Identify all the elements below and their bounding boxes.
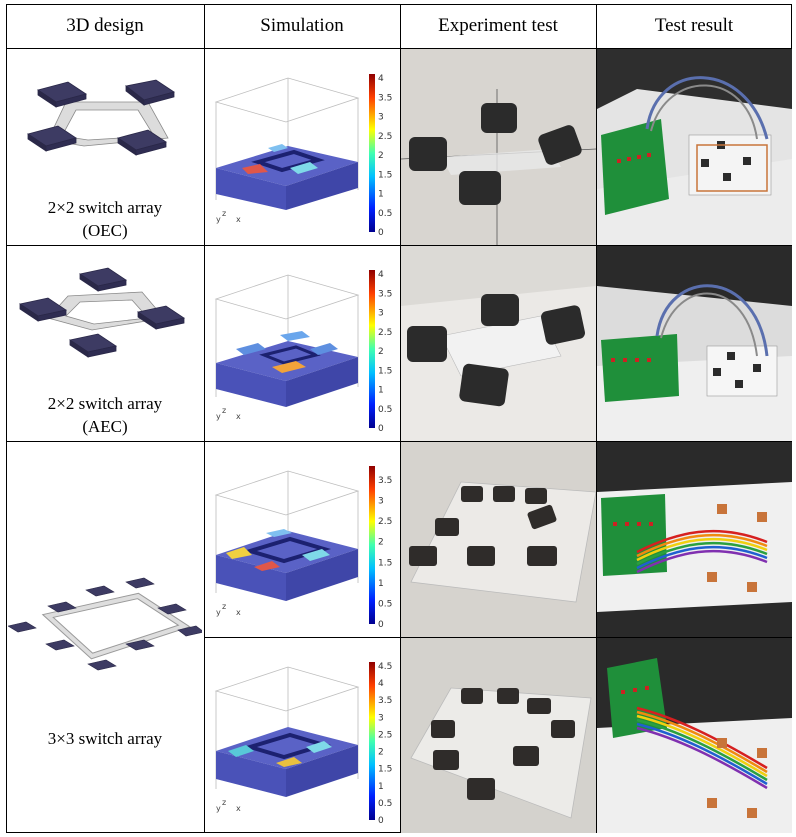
colorbar-tick-label: 0.5 — [378, 209, 392, 219]
colorbar-tick-label: 0.5 — [378, 405, 392, 415]
row-divider — [6, 441, 792, 442]
axis-label-x: x — [236, 215, 241, 224]
axis-label-y: y — [216, 608, 221, 617]
colorbar: 4.5 4 3.5 3 2.5 2 1.5 1 0.5 0 — [369, 662, 392, 824]
axis-label-y: y — [216, 804, 221, 813]
colorbar-tick-label: 0 — [378, 424, 384, 432]
experiment-photo-3x3-a — [401, 442, 596, 637]
colorbar-tick-label: 3 — [378, 113, 384, 123]
colorbar-tick-label: 2 — [378, 748, 384, 758]
colorbar-tick-label: 2.5 — [378, 517, 392, 527]
test-result-photo-3x3-b — [597, 638, 792, 833]
design-2x2-oec — [8, 50, 202, 190]
colorbar-tick-label: 3.5 — [378, 93, 392, 103]
header-divider — [6, 48, 792, 49]
simulation-oec: y z x — [206, 50, 398, 243]
test-result-photo-aec — [597, 246, 792, 441]
colorbar-tick-label: 0.5 — [378, 599, 392, 609]
colorbar-tick-label: 2.5 — [378, 132, 392, 142]
experiment-photo-3x3-b — [401, 638, 596, 833]
axis-label-x: x — [236, 804, 241, 813]
column-divider — [204, 4, 205, 833]
header-simulation: Simulation — [260, 15, 344, 36]
axis-label-y: y — [216, 215, 221, 224]
axis-label-x: x — [236, 608, 241, 617]
colorbar-tick-label: 3.5 — [378, 289, 392, 299]
colorbar-tick-label: 4 — [378, 270, 384, 280]
design-2x2-aec — [8, 252, 202, 382]
label-line: 3×3 switch array — [47, 729, 163, 748]
colorbar-gradient — [369, 74, 375, 232]
colorbar-tick-label: 3 — [378, 309, 384, 319]
row-label-aec: 2×2 switch array (AEC) — [6, 392, 204, 438]
colorbar-tick-label: 0 — [378, 620, 384, 628]
colorbar-tick-label: 1 — [378, 579, 384, 589]
colorbar: 4 3.5 3 2.5 2 1.5 1 0.5 0 — [369, 74, 392, 236]
header-test-result: Test result — [654, 15, 734, 36]
label-line: 2×2 switch array — [47, 394, 163, 413]
colorbar-tick-label: 0.5 — [378, 799, 392, 809]
colorbar-tick-label: 1.5 — [378, 765, 392, 775]
row-divider — [204, 637, 792, 638]
colorbar-tick-label: 1.5 — [378, 170, 392, 180]
colorbar-tick-label: 1 — [378, 782, 384, 792]
colorbar-tick-label: 1.5 — [378, 366, 392, 376]
colorbar-tick-label: 2 — [378, 538, 384, 548]
axis-label-y: y — [216, 412, 221, 421]
simulation-3x3-b: y z x — [206, 639, 398, 831]
simulation-3x3-a: y z x — [206, 443, 398, 635]
header-3d-design: 3D design — [66, 15, 144, 36]
column-divider — [400, 4, 401, 833]
colorbar: 3.5 3 2.5 2 1.5 1 0.5 0 — [369, 466, 392, 628]
colorbar-gradient — [369, 662, 375, 820]
axis-label-z: z — [222, 406, 226, 415]
design-3x3 — [8, 570, 202, 690]
row-label-oec: 2×2 switch array (OEC) — [6, 196, 204, 242]
simulation-aec: y z x — [206, 247, 398, 439]
colorbar-tick-label: 2.5 — [378, 328, 392, 338]
column-divider — [596, 4, 597, 833]
experiment-photo-aec — [401, 246, 596, 441]
test-result-photo-3x3-a — [597, 442, 792, 637]
label-line: (OEC) — [82, 221, 128, 240]
colorbar-tick-label: 3 — [378, 497, 384, 507]
colorbar: 4 3.5 3 2.5 2 1.5 1 0.5 0 — [369, 270, 392, 432]
label-line: 2×2 switch array — [47, 198, 163, 217]
row-divider — [6, 245, 792, 246]
colorbar-gradient — [369, 466, 375, 624]
experiment-photo-oec — [401, 49, 596, 245]
axis-label-x: x — [236, 412, 241, 421]
axis-label-z: z — [222, 209, 226, 218]
header-experiment-test: Experiment test — [438, 15, 558, 36]
colorbar-tick-label: 0 — [378, 816, 384, 824]
colorbar-tick-label: 2.5 — [378, 730, 392, 740]
label-line: (AEC) — [82, 417, 128, 436]
row-label-3x3: 3×3 switch array — [6, 727, 204, 750]
axis-label-z: z — [222, 602, 226, 611]
colorbar-tick-label: 1 — [378, 190, 384, 200]
colorbar-tick-label: 4 — [378, 679, 384, 689]
colorbar-tick-label: 3.5 — [378, 696, 392, 706]
colorbar-tick-label: 3.5 — [378, 476, 392, 486]
colorbar-tick-label: 4 — [378, 74, 384, 84]
colorbar-tick-label: 3 — [378, 713, 384, 723]
colorbar-tick-label: 2 — [378, 151, 384, 161]
colorbar-tick-label: 4.5 — [378, 662, 392, 672]
axis-label-z: z — [222, 798, 226, 807]
colorbar-tick-label: 1 — [378, 386, 384, 396]
colorbar-gradient — [369, 270, 375, 428]
colorbar-tick-label: 0 — [378, 228, 384, 236]
colorbar-tick-label: 2 — [378, 347, 384, 357]
test-result-photo-oec — [597, 49, 792, 245]
colorbar-tick-label: 1.5 — [378, 558, 392, 568]
